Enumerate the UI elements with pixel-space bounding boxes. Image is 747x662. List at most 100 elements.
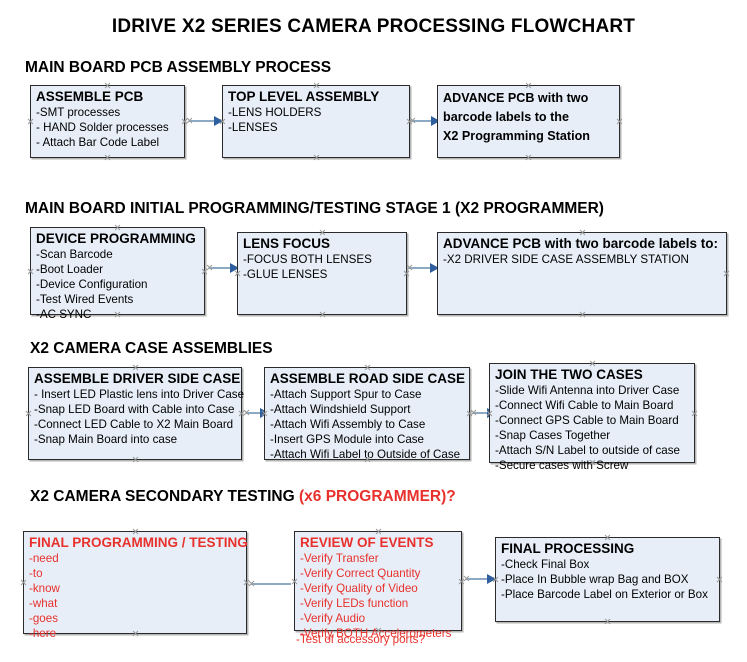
box-line: - HAND Solder processes <box>36 121 169 134</box>
box-final-processing[interactable]: FINAL PROCESSING -Check Final Box -Place… <box>495 537 720 622</box>
connector-device-programming-to-lens-focus[interactable] <box>206 263 239 273</box>
box-assemble-road-side-case[interactable]: ASSEMBLE ROAD SIDE CASE -Attach Support … <box>264 364 470 461</box>
handle-top-icon[interactable] <box>132 364 139 371</box>
box-line: -Scan Barcode <box>36 248 113 261</box>
connector-handle-start-icon <box>463 575 470 582</box>
box-line: -to <box>29 567 43 580</box>
box-line: -Device Configuration <box>36 278 148 291</box>
box-line: -X2 DRIVER SIDE CASE ASSEMBLY STATION <box>443 253 689 266</box>
connector-handle-start-icon <box>406 264 413 271</box>
box-final-programming-testing[interactable]: FINAL PROGRAMMING / TESTING -need -to -k… <box>20 528 248 640</box>
handle-top-icon[interactable] <box>364 364 371 371</box>
box-header: ASSEMBLE PCB <box>36 89 144 104</box>
box-line: -here <box>29 627 57 640</box>
handle-right-icon[interactable] <box>403 270 410 277</box>
box-lens-focus[interactable]: LENS FOCUS -FOCUS BOTH LENSES -GLUE LENS… <box>237 232 407 315</box>
box-line: -LENS HOLDERS <box>228 106 322 119</box>
box-line: -FOCUS BOTH LENSES <box>243 253 372 266</box>
handle-top-icon[interactable] <box>604 534 611 541</box>
box-line: -what <box>29 597 58 610</box>
handle-left-icon[interactable] <box>25 410 32 417</box>
box-line: -Check Final Box <box>501 558 590 571</box>
handle-left-icon[interactable] <box>27 118 34 125</box>
box-line: -Verify Transfer <box>300 552 379 565</box>
section-title-main-board-initial-programming: MAIN BOARD INITIAL PROGRAMMING/TESTING S… <box>25 200 604 217</box>
arrowhead-icon <box>487 574 496 584</box>
box-line: -Insert GPS Module into Case <box>270 433 425 446</box>
connector-handle-start-icon <box>206 264 213 271</box>
handle-top-icon[interactable] <box>114 224 121 231</box>
box-header: ASSEMBLE ROAD SIDE CASE <box>270 371 466 386</box>
section-title-text: X2 CAMERA SECONDARY TESTING <box>30 488 299 505</box>
section-title-main-board-pcb-assembly: MAIN BOARD PCB ASSEMBLY PROCESS <box>25 59 332 76</box>
box-device-programming[interactable]: DEVICE PROGRAMMING -Scan Barcode -Boot L… <box>27 224 205 321</box>
connector-review-of-events-to-final-processing[interactable] <box>463 574 496 584</box>
connector-handle-start-icon <box>186 117 193 124</box>
handle-bottom-icon[interactable] <box>525 154 532 161</box>
connector-lens-focus-to-advance-pcb[interactable] <box>406 263 439 273</box>
box-line: -Snap LED Board with Cable into Case <box>34 403 235 416</box>
box-header: LENS FOCUS <box>243 236 331 251</box>
handle-top-icon[interactable] <box>313 82 320 89</box>
box-line: -know <box>29 582 60 595</box>
handle-right-icon[interactable] <box>716 576 723 583</box>
box-advance-pcb-to-programming-station[interactable]: ADVANCE PCB with two barcode labels to t… <box>437 85 620 158</box>
box-assemble-pcb[interactable]: ASSEMBLE PCB -SMT processes - HAND Solde… <box>30 85 185 158</box>
handle-bottom-icon[interactable] <box>319 311 326 318</box>
handle-top-icon[interactable] <box>579 229 586 236</box>
box-header: ASSEMBLE DRIVER SIDE CASE <box>34 371 241 386</box>
box-line: -Attach Wifi Assembly to Case <box>270 418 426 431</box>
connector-final-programming-to-review-of-events[interactable] <box>251 583 291 585</box>
box-assemble-driver-side-case[interactable]: ASSEMBLE DRIVER SIDE CASE - Insert LED P… <box>25 364 244 463</box>
box-review-of-events[interactable]: REVIEW OF EVENTS -Verify Transfer -Verif… <box>291 528 462 640</box>
box-line: -Test Wired Events <box>36 293 134 306</box>
handle-right-icon[interactable] <box>723 270 730 277</box>
page-title: IDRIVE X2 SERIES CAMERA PROCESSING FLOWC… <box>111 16 636 37</box>
box-line: -Verify Correct Quantity <box>300 567 421 580</box>
box-line: -Place In Bubble wrap Bag and BOX <box>501 573 689 586</box>
box-header: TOP LEVEL ASSEMBLY <box>228 89 380 104</box>
box-line: -Verify Quality of Video <box>300 582 418 595</box>
handle-top-icon[interactable] <box>589 360 596 367</box>
handle-bottom-icon[interactable] <box>313 154 320 161</box>
box-line: -Snap Cases Together <box>495 429 611 442</box>
box-line: - Attach Bar Code Label <box>36 136 160 149</box>
handle-left-icon[interactable] <box>20 579 27 586</box>
box-line: -Attach S/N Label to outside of case <box>495 444 680 457</box>
box-advance-pcb-to-driver-side-case-station[interactable]: ADVANCE PCB with two barcode labels to: … <box>437 232 727 315</box>
arrowhead-icon <box>431 116 440 126</box>
arrowhead-icon <box>214 116 223 126</box>
arrowhead-icon <box>230 263 239 273</box>
connector-handle-start-icon <box>470 409 477 416</box>
box-line: -Connect LED Cable to X2 Main Board <box>34 418 234 431</box>
box-header: FINAL PROGRAMMING / TESTING <box>29 535 248 550</box>
handle-top-icon[interactable] <box>104 82 111 89</box>
box-line: barcode labels to the <box>443 110 569 124</box>
handle-bottom-icon[interactable] <box>132 456 139 463</box>
connector-top-level-assembly-to-advance-pcb[interactable] <box>412 116 440 126</box>
box-line-overflow: -Test of accessory ports? <box>296 633 425 646</box>
handle-top-icon[interactable] <box>132 528 139 535</box>
connector-assemble-pcb-to-top-level-assembly[interactable] <box>186 116 223 126</box>
handle-top-icon[interactable] <box>319 229 326 236</box>
box-top-level-assembly[interactable]: TOP LEVEL ASSEMBLY -LENS HOLDERS -LENSES <box>222 85 410 158</box>
handle-bottom-icon[interactable] <box>604 618 611 625</box>
handle-bottom-icon[interactable] <box>104 154 111 161</box>
box-line: -Verify LEDs function <box>300 597 409 610</box>
box-join-the-two-cases[interactable]: JOIN THE TWO CASES -Slide Wifi Antenna i… <box>489 360 698 472</box>
section-title-annotation: (x6 PROGRAMMER)? <box>299 488 456 505</box>
handle-bottom-icon[interactable] <box>579 311 586 318</box>
handle-top-icon[interactable] <box>525 82 532 89</box>
box-header: REVIEW OF EVENTS <box>300 535 434 550</box>
handle-left-icon[interactable] <box>291 578 298 585</box>
box-header: ADVANCE PCB with two barcode labels to: <box>443 236 719 251</box>
box-line: -SMT processes <box>36 106 121 119</box>
arrowhead-icon <box>430 263 439 273</box>
box-line: -Attach Windshield Support <box>270 403 411 416</box>
box-line: -goes <box>29 612 59 625</box>
box-line: -Secure cases with Screw <box>495 459 629 472</box>
handle-right-icon[interactable] <box>691 410 698 417</box>
handle-left-icon[interactable] <box>27 268 34 275</box>
handle-top-icon[interactable] <box>375 528 382 535</box>
handle-right-icon[interactable] <box>616 118 623 125</box>
